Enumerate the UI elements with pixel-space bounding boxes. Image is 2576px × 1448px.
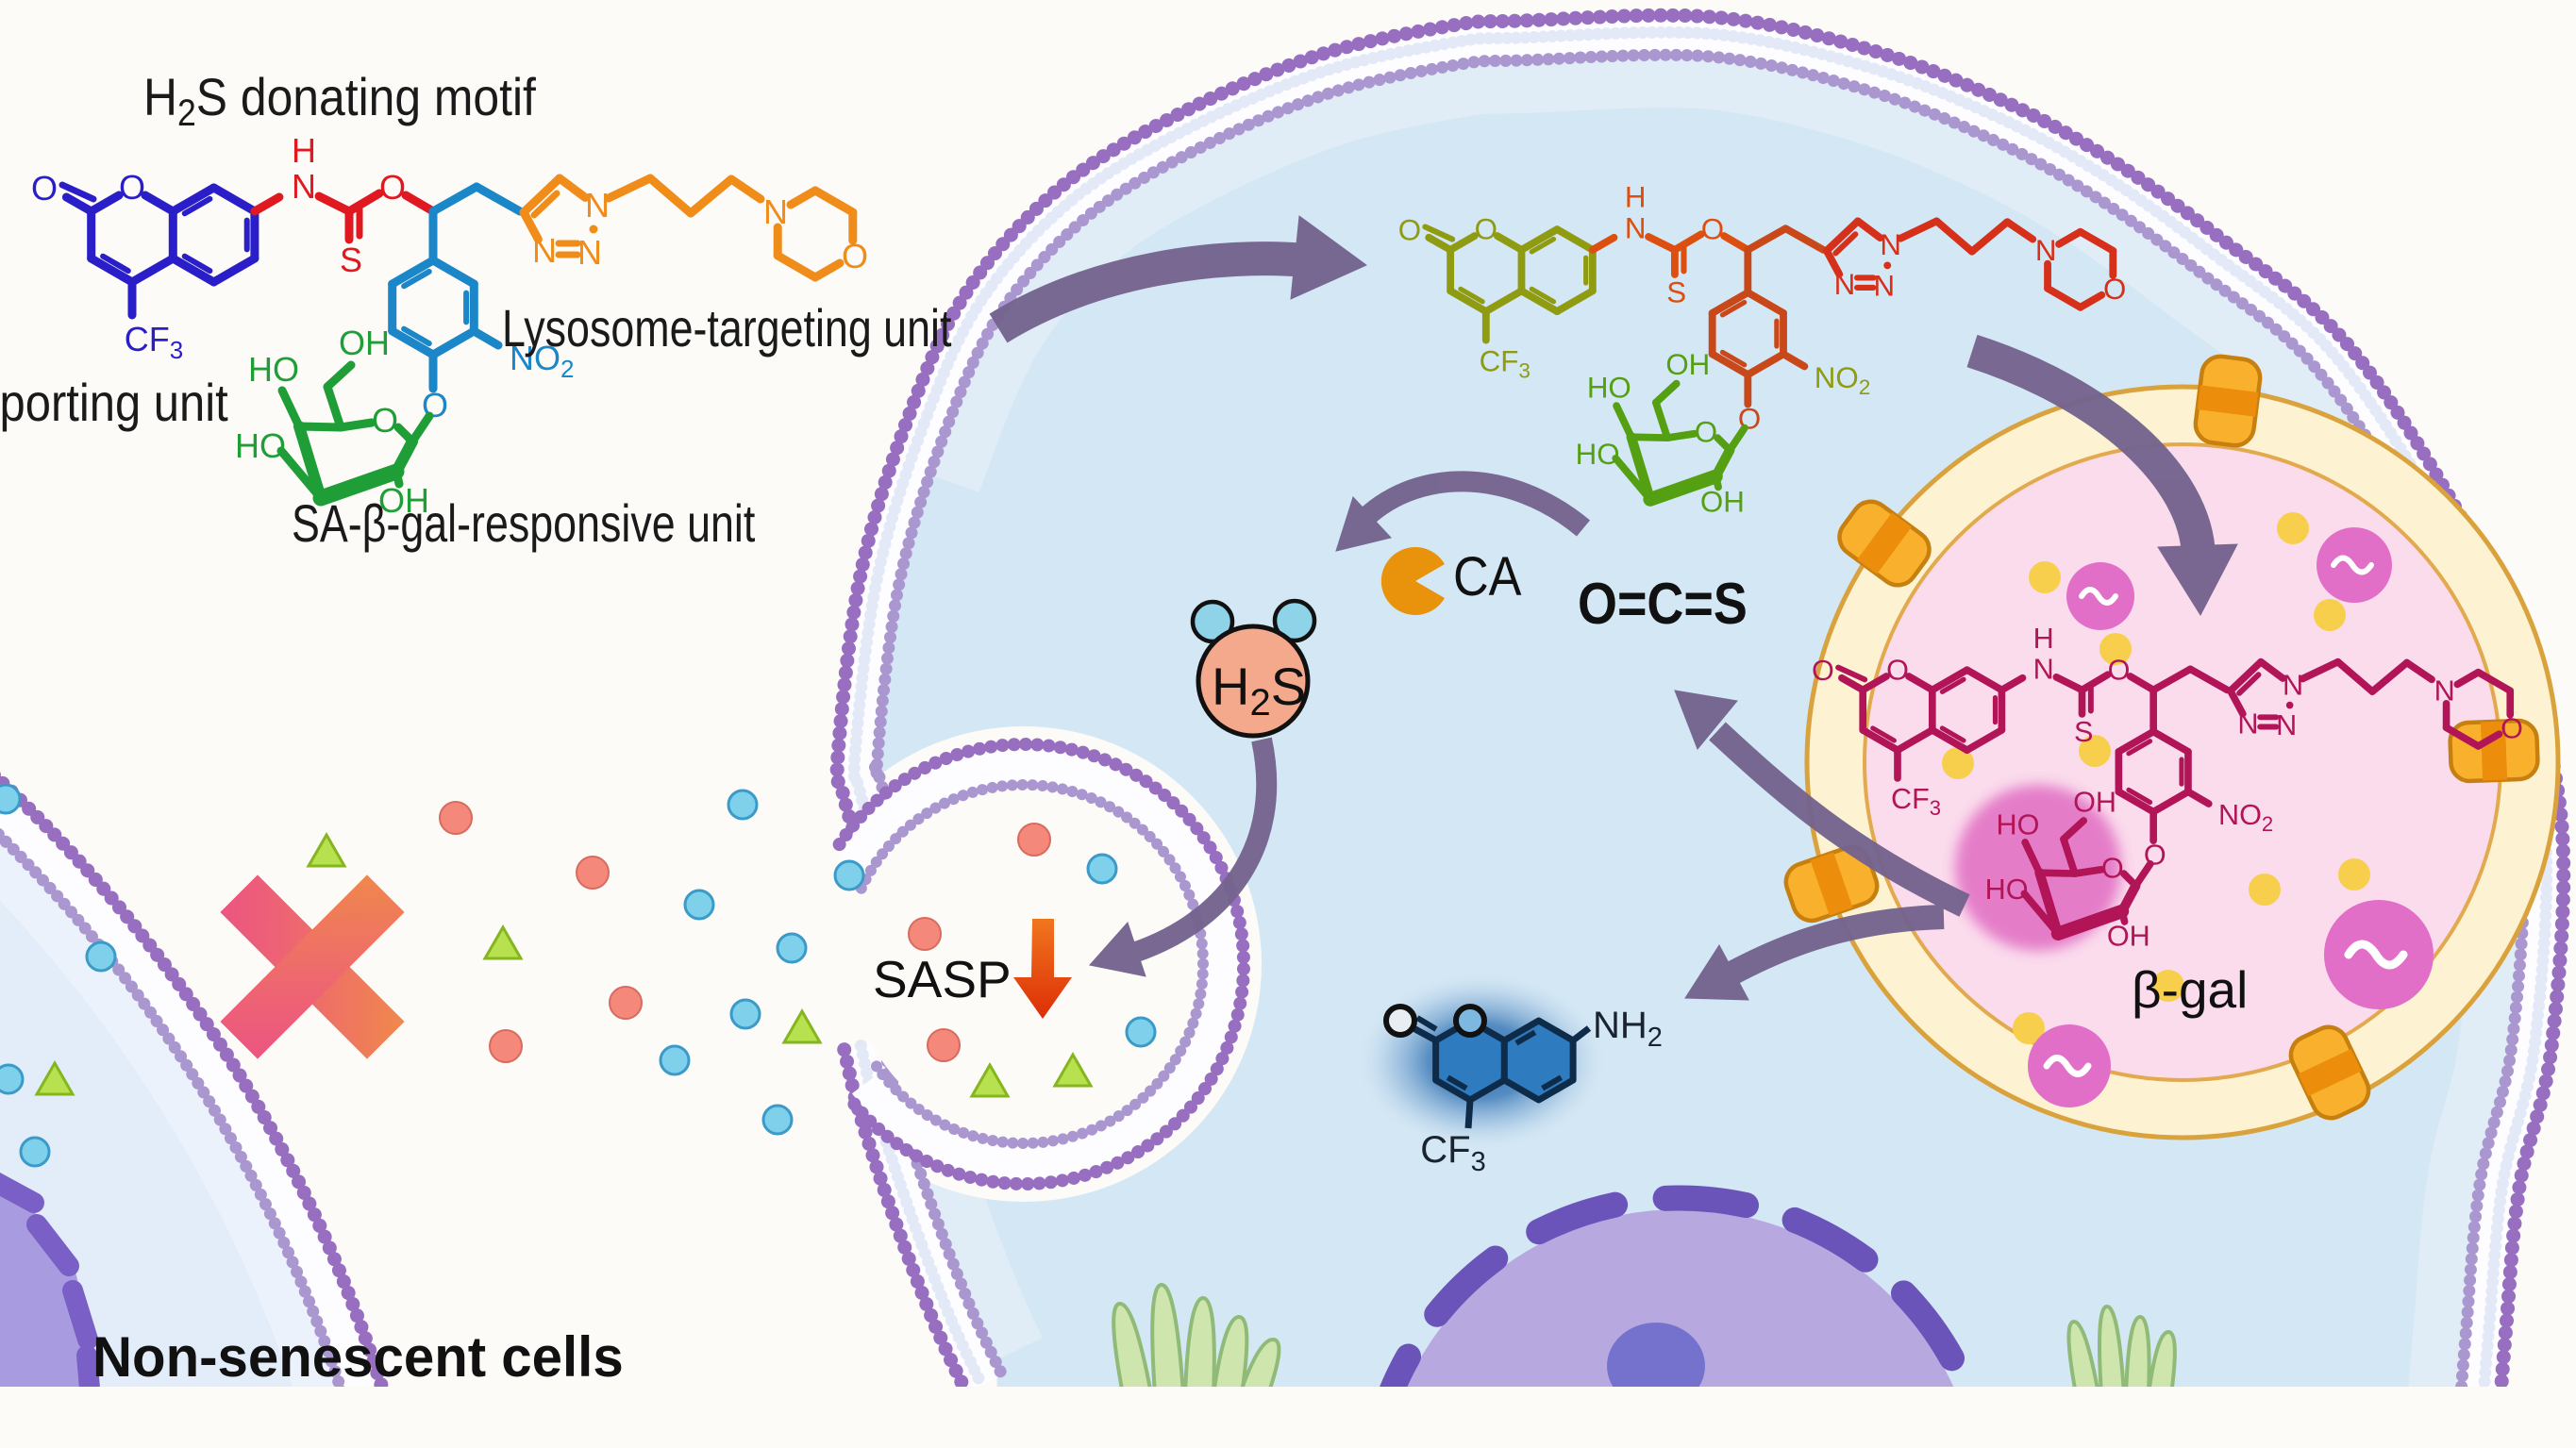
svg-text:Non-senescent cells: Non-senescent cells [92,1324,624,1389]
svg-text:H2S: H2S [1212,657,1306,724]
svg-text:β-gal: β-gal [2132,960,2248,1019]
svg-text:O=C=S: O=C=S [1578,572,1748,637]
svg-text:Reporting unit: Reporting unit [0,374,228,433]
svg-text:H2S donating motif: H2S donating motif [143,68,536,134]
svg-text:SASP: SASP [873,950,1012,1008]
svg-text:SA-β-gal-responsive unit: SA-β-gal-responsive unit [292,493,755,553]
svg-text:Lysosome-targeting unit: Lysosome-targeting unit [502,298,951,358]
svg-text:CA: CA [1453,545,1522,607]
